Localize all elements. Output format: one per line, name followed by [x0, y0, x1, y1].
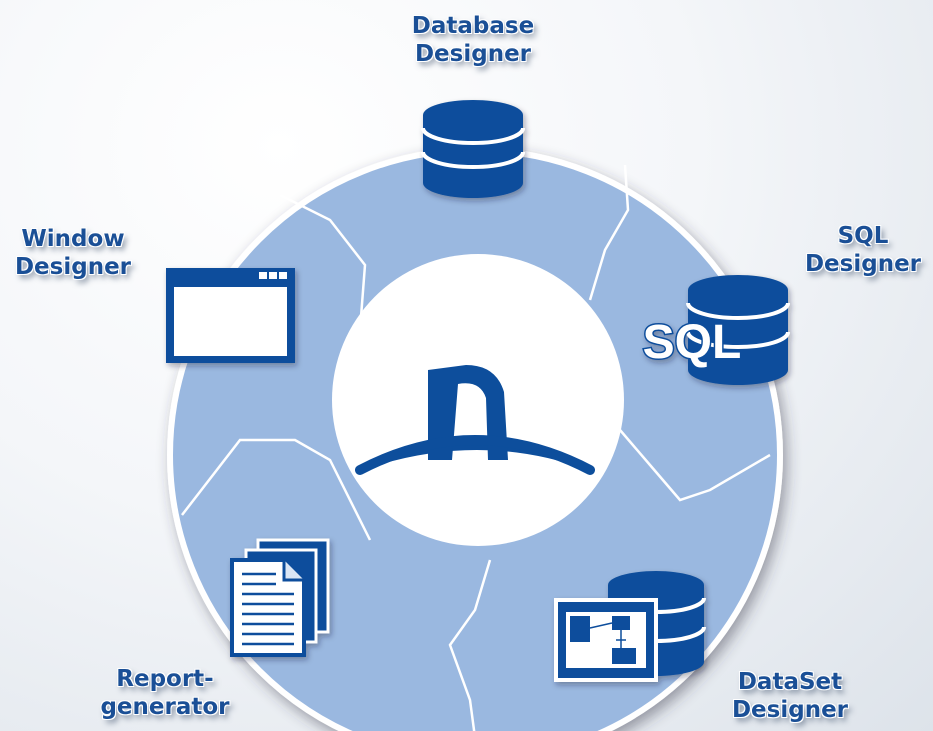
sql-label-line2: Designer [804, 251, 922, 277]
report-generator-label: Report- generator [80, 665, 250, 721]
divider-dataset-report [448, 559, 492, 731]
dataset-label-line1: DataSet [737, 669, 843, 695]
window-designer-label: Window Designer [3, 225, 143, 281]
divider-database-sql [588, 164, 630, 301]
window-icon [166, 268, 295, 363]
database-label-line1: Database [411, 13, 535, 39]
database-icon [421, 100, 525, 198]
dataset-designer-label: DataSet Designer [715, 668, 865, 724]
center-circle [332, 254, 624, 546]
report-label-line2: generator [100, 694, 230, 720]
logo-icon [355, 365, 595, 475]
segment-dividers [181, 164, 771, 731]
sql-designer-label: SQL Designer [798, 222, 928, 278]
database-label-line2: Designer [414, 41, 532, 67]
sql-database-icon: SQL [641, 275, 790, 385]
window-label-line1: Window [21, 226, 125, 252]
sql-label-line1: SQL [837, 223, 889, 249]
database-designer-label: Database Designer [393, 12, 553, 68]
dataset-label-line2: Designer [731, 697, 849, 723]
dataset-diagram-icon [554, 571, 706, 682]
sql-icon-text: SQL [643, 316, 742, 369]
divider-window-database [279, 193, 367, 331]
divider-report-window [181, 438, 372, 541]
window-label-line2: Designer [14, 254, 132, 280]
documents-icon [230, 538, 330, 657]
report-label-line1: Report- [116, 666, 214, 692]
divider-sql-dataset [619, 429, 771, 502]
